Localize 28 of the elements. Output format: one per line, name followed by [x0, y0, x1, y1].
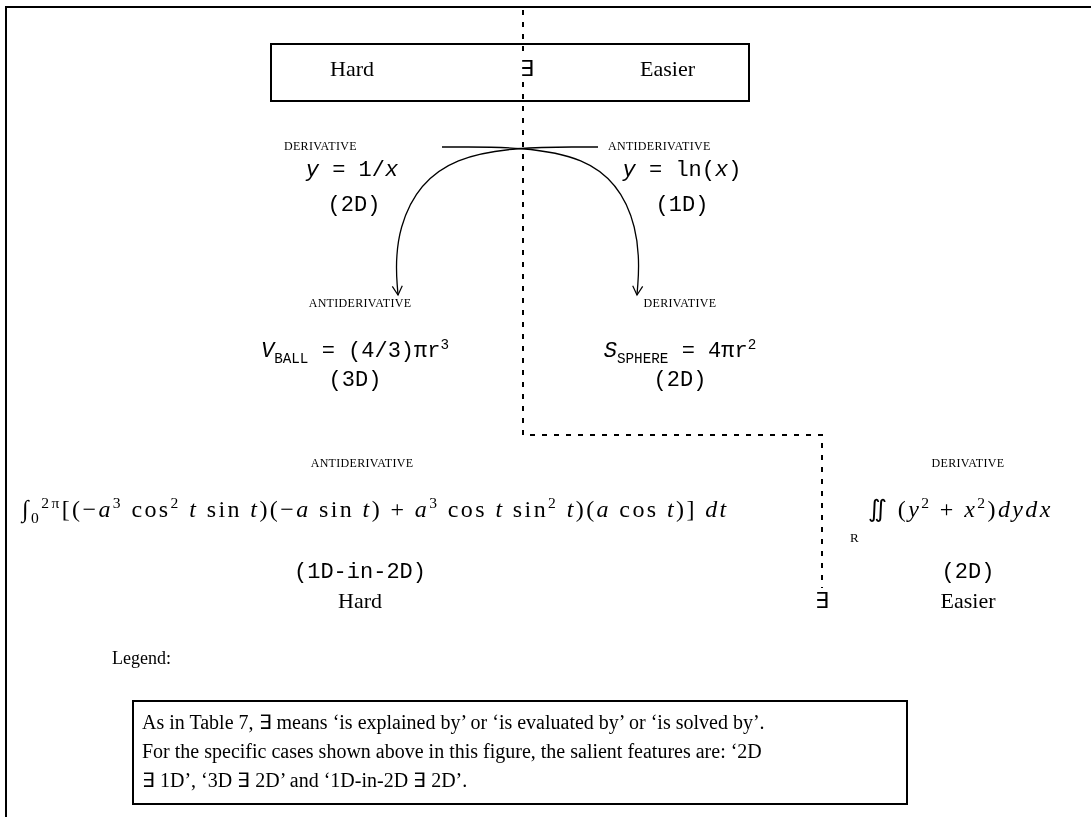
- difficulty-label: Hard: [330, 56, 374, 82]
- curved-arrow: [391, 146, 599, 296]
- legend-heading: Legend:: [112, 648, 171, 669]
- operation-label: DERIVATIVE: [643, 297, 717, 311]
- dimension-label: (2D): [327, 193, 381, 219]
- formula: y = 1/x: [305, 158, 399, 184]
- dimension-label: (2D): [653, 368, 707, 394]
- formula: V$_{BALL}$ = (4/3)πr$^{3}$: [260, 337, 450, 368]
- difficulty-label: Easier: [940, 588, 996, 614]
- formula: y = ln(x): [622, 158, 742, 184]
- curved-arrow: [441, 146, 644, 296]
- operation-label: DERIVATIVE: [931, 457, 1005, 471]
- double-integral-formula: ∬ (y$^{2}$ + x$^{2}$)dydx: [868, 494, 1053, 524]
- difficulty-label: Hard: [338, 588, 382, 614]
- dimension-label: (2D): [941, 560, 995, 586]
- dimension-label: (3D): [328, 368, 382, 394]
- legend-note: As in Table 7, ∃ means ‘is explained by’ or ‘is evaluated by’ or ‘is solved by’. For the specific cases shown above in this figure, the salient features are: ‘2D ∃ 1D’, ‘3D ∃ 2D’ and ‘1D-in-2D ∃ 2D’.: [132, 700, 908, 805]
- formula: S$_{SPHERE}$ = 4πr$^{2}$: [603, 337, 757, 368]
- operation-label: ANTIDERIVATIVE: [608, 140, 711, 154]
- operation-label: DERIVATIVE: [284, 140, 357, 154]
- integral-formula: ∫$_{0}$$^{2π}$[(−a$^{3}$ cos$^{2}$ t sin t)(−a sin t) + a$^{3}$ cos t sin$^{2}$ t)(a cos t)] dt: [22, 494, 729, 527]
- comparison-box: [270, 43, 750, 102]
- dimension-label: (1D-in-2D): [294, 560, 426, 586]
- region-label: R: [850, 531, 859, 546]
- operation-label: ANTIDERIVATIVE: [308, 297, 412, 311]
- dimension-label: (1D): [655, 193, 709, 219]
- operation-label: ANTIDERIVATIVE: [310, 457, 414, 471]
- difficulty-label: Easier: [640, 56, 695, 82]
